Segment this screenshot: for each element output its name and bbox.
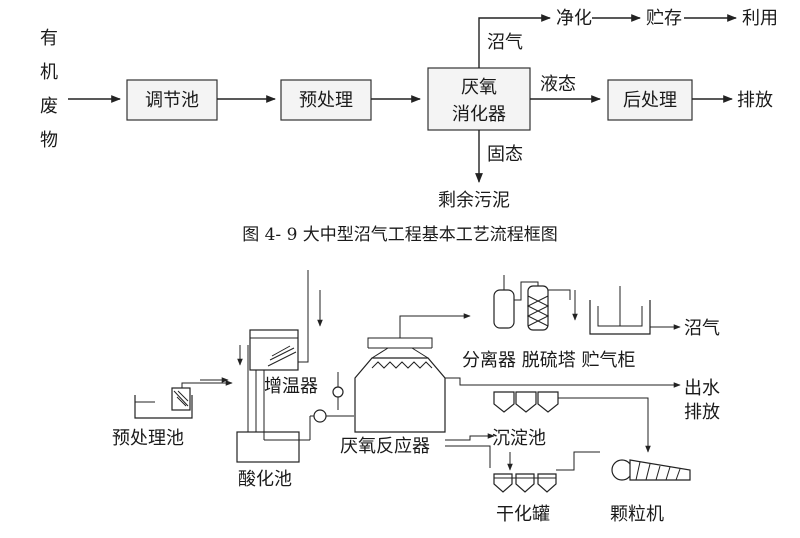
figure-caption: 图 4- 9 大中型沼气工程基本工艺流程框图: [242, 225, 558, 245]
gas-holder: [548, 286, 651, 335]
box-post-treatment-label: 后处理: [623, 90, 677, 111]
discharge-label: 排放: [737, 90, 773, 111]
arrow-biogas-branch: [478, 14, 551, 68]
effluent-label-1: 出水: [684, 378, 720, 399]
pipe-settling-to-granulator: [574, 397, 651, 453]
box-anaerobic-digester: [427, 67, 531, 131]
heater-unit: [249, 329, 299, 371]
input-char-1: 有: [40, 28, 58, 49]
settling-tanks: [493, 391, 574, 413]
acid-tank-label: 酸化池: [238, 469, 292, 490]
separator-vessel: [493, 275, 515, 329]
separator-desulfur-holder-labels: 分离器 脱硫塔 贮气柜: [462, 350, 635, 371]
equipment-schematic: 预处理池 酸化池 增温器: [112, 270, 720, 525]
pipe-to-drying: [445, 445, 491, 468]
input-char-2: 机: [40, 62, 58, 83]
pretreatment-tank: [134, 387, 193, 419]
top-block-diagram: 有 机 废 物 调节池 预处理 厌氧 消化器 沼气 净化 贮存 利用 液态 后处…: [40, 8, 778, 211]
input-char-4: 物: [40, 130, 58, 151]
settling-tank-label: 沉淀池: [492, 428, 546, 449]
liquid-label: 液态: [540, 74, 576, 95]
heater-label: 增温器: [264, 376, 318, 397]
use-label: 利用: [742, 8, 778, 29]
effluent-label-2: 排放: [684, 402, 720, 423]
residual-sludge-label: 剩余污泥: [438, 190, 510, 211]
pipe-effluent: [445, 377, 681, 388]
box-digester-label-1: 厌氧: [461, 77, 497, 98]
valve-icon: [332, 386, 344, 398]
biogas-label: 沼气: [487, 32, 523, 53]
box-pretreatment: [280, 79, 372, 121]
box-digester-label-2: 消化器: [452, 104, 506, 125]
store-label: 贮存: [646, 8, 682, 29]
pipe-pretreat-to-acid: [181, 380, 233, 388]
pipe-reactor-to-settling: [445, 433, 495, 441]
pipe-reactor-gas: [399, 315, 462, 338]
granulator-machine: [611, 459, 691, 481]
pipe-drying-to-granulator: [556, 451, 600, 471]
dry-tank-label: 干化罐: [496, 504, 550, 525]
anaerobic-reactor: [354, 337, 446, 433]
box-pretreatment-label: 预处理: [299, 90, 353, 111]
granulator-label: 颗粒机: [610, 504, 664, 525]
box-regulating-tank: [126, 79, 218, 121]
reactor-label: 厌氧反应器: [340, 436, 430, 457]
pump-icon: [313, 409, 327, 423]
drying-tanks: [493, 473, 557, 493]
desulfurization-tower: [514, 281, 550, 331]
box-regulating-tank-label: 调节池: [145, 90, 199, 111]
biogas-out-label: 沼气: [684, 318, 720, 339]
input-char-3: 废: [40, 96, 58, 117]
solid-label: 固态: [487, 144, 523, 165]
pretreatment-tank-label: 预处理池: [112, 428, 184, 449]
pipe-heater-feed: [298, 270, 309, 363]
box-post-treatment: [607, 79, 693, 121]
purify-label: 净化: [556, 8, 592, 29]
